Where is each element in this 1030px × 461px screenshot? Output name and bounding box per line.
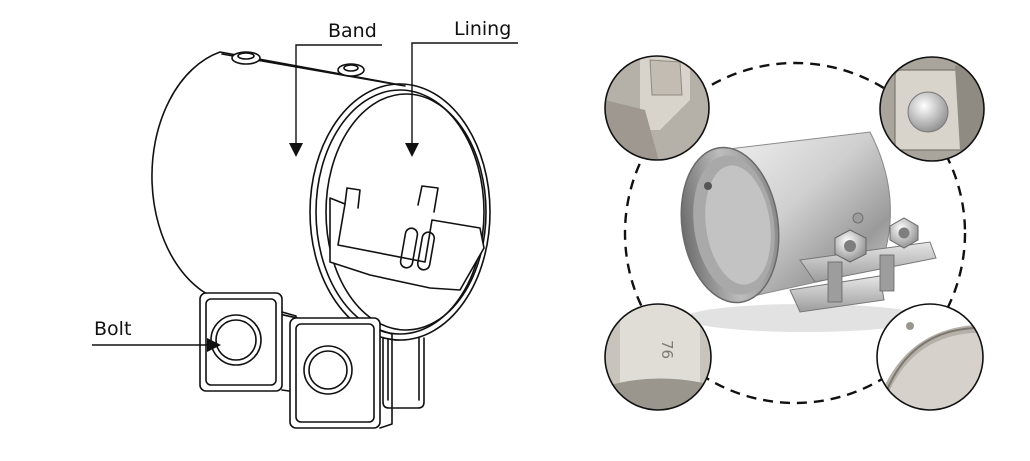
inset-size-stamp: 76	[604, 303, 712, 411]
inset-rolled-edge	[876, 303, 984, 411]
size-stamp-text: 76	[658, 340, 676, 359]
inset-lining-edge	[604, 55, 710, 161]
bolt-plate-right	[289, 317, 393, 429]
bolt-plate-left	[199, 292, 297, 393]
bolt-plate-rear	[382, 337, 425, 409]
clamp-line-drawing	[151, 51, 491, 429]
band-leader	[289, 44, 382, 157]
band-label: Band	[328, 20, 377, 42]
clamp-photo	[680, 131, 937, 332]
bolt-label: Bolt	[94, 318, 132, 340]
inset-carriage-bolt	[879, 56, 985, 162]
lining-cutout	[329, 185, 485, 291]
lining-leader	[405, 42, 518, 157]
callout-leaders	[92, 42, 518, 352]
detail-dashed-ring	[623, 61, 967, 405]
lining-label: Lining	[454, 18, 512, 40]
